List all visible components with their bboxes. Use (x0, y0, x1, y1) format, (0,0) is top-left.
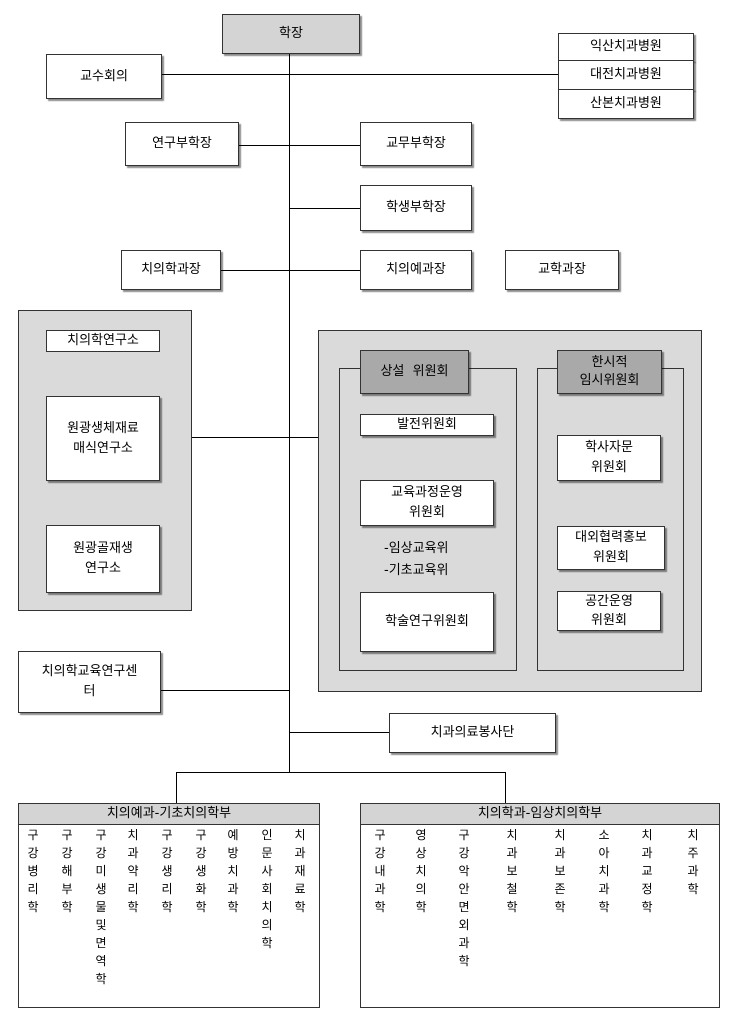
dental-drop-line (505, 772, 506, 803)
vice-dean-line (239, 145, 360, 146)
predental-director-box: 치의예과장 (360, 250, 472, 290)
standing-committee-header: 상설 위원회 (360, 350, 469, 394)
predental-division-header: 치의예과-기초치의학부 (18, 803, 320, 825)
biomaterial-implant-institute-box: 원광생체재료 매식연구소 (46, 396, 160, 481)
student-vice-dean-label: 학생부학장 (386, 200, 446, 215)
institute-committee-line (192, 437, 318, 438)
main-trunk-line (289, 54, 290, 772)
predental-drop-line (176, 772, 177, 803)
biomaterial-implant-institute-label: 원광생체재료 매식연구소 (67, 420, 139, 456)
faculty-council-box: 교수회의 (46, 54, 162, 99)
hospital-daejeon-box: 대전치과병원 (558, 60, 694, 90)
predental-division-title: 치의예과-기초치의학부 (106, 806, 232, 821)
dental-division-header: 치의학과-임상치의학부 (360, 803, 720, 825)
education-center-line (161, 690, 289, 691)
faculty-council-label: 교수회의 (80, 68, 128, 84)
predental-director-label: 치의예과장 (386, 262, 446, 277)
student-dean-line (289, 208, 360, 209)
academic-affairs-director-label: 교학과장 (538, 262, 586, 277)
volunteer-group-box: 치과의료봉사단 (389, 713, 556, 753)
academic-affairs-director-box: 교학과장 (505, 250, 619, 290)
development-committee-label: 발전위원회 (397, 417, 457, 432)
external-relations-committee-label: 대외협력홍보 위원회 (575, 530, 647, 565)
hospital-iksan-box: 익산치과병원 (558, 33, 694, 61)
institute-title-label: 치의학연구소 (67, 333, 139, 348)
space-management-committee-label: 공간운영 위원회 (585, 594, 633, 628)
volunteer-group-label: 치과의료봉사단 (430, 725, 515, 740)
dentistry-director-label: 치의학과장 (141, 262, 201, 277)
hospital-iksan-label: 익산치과병원 (590, 39, 662, 54)
curriculum-committee-label: 교육과정운영 위원회 (391, 485, 463, 520)
education-research-center-box: 치의학교육연구센 터 (18, 651, 161, 713)
education-research-center-label: 치의학교육연구센 터 (41, 664, 138, 699)
standing-committee-title: 상설 위원회 (380, 364, 449, 379)
hospital-sanbon-label: 산본치과병원 (590, 96, 662, 111)
academic-research-committee-box: 학술연구위원회 (360, 592, 494, 652)
external-relations-committee-box: 대외협력홍보 위원회 (557, 526, 665, 570)
dentistry-director-box: 치의학과장 (121, 250, 221, 290)
research-vice-dean-label: 연구부학장 (152, 136, 212, 151)
clinical-education-note: -임상교육위 (384, 541, 449, 556)
temporary-committee-header: 한시적 임시위원회 (557, 350, 662, 394)
dental-division-frame (360, 803, 720, 1008)
academic-advisory-committee-box: 학사자문 위원회 (557, 435, 661, 481)
dental-division-title: 치의학과-임상치의학부 (477, 806, 603, 821)
curriculum-committee-box: 교육과정운영 위원회 (360, 480, 494, 526)
basic-education-note: -기초교육위 (384, 563, 449, 578)
dean-label: 학장 (279, 26, 303, 41)
academic-research-committee-label: 학술연구위원회 (385, 614, 469, 629)
dean-box: 학장 (222, 14, 360, 54)
development-committee-box: 발전위원회 (360, 414, 494, 436)
academic-vice-dean-label: 교무부학장 (386, 136, 446, 151)
temporary-committee-title: 한시적 임시위원회 (579, 355, 640, 388)
academic-advisory-committee-label: 학사자문 위원회 (585, 440, 633, 475)
student-vice-dean-box: 학생부학장 (360, 185, 472, 231)
space-management-committee-box: 공간운영 위원회 (557, 591, 661, 631)
institute-title-box: 치의학연구소 (46, 330, 160, 352)
hospital-sanbon-box: 산본치과병원 (558, 89, 694, 119)
bone-regeneration-institute-box: 원광골재생 연구소 (46, 525, 160, 593)
research-vice-dean-box: 연구부학장 (125, 122, 239, 166)
bone-regeneration-institute-label: 원광골재생 연구소 (73, 541, 133, 576)
director-line (221, 270, 360, 271)
predental-division-frame (18, 803, 320, 1008)
volunteer-line (289, 732, 389, 733)
hospital-daejeon-label: 대전치과병원 (590, 67, 662, 82)
academic-vice-dean-box: 교무부학장 (360, 122, 472, 166)
council-hospital-line (162, 74, 558, 75)
division-split-line (176, 772, 505, 773)
